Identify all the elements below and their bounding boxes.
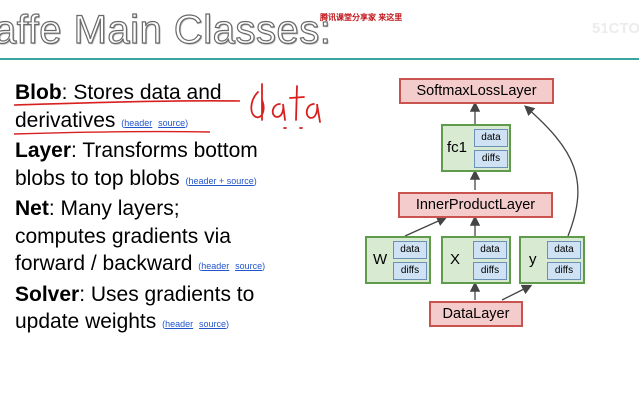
bullet-term: Net xyxy=(15,197,49,220)
bullet-desc: : Stores data and xyxy=(61,81,222,104)
bullet-term: Solver xyxy=(15,282,80,306)
diffs-slot: diffs xyxy=(547,262,581,280)
bullet-net: Net: Many layers; computes gradients via… xyxy=(15,197,266,275)
bullet-desc: : Uses gradients to xyxy=(79,282,255,306)
bullet-layer: Layer: Transforms bottom blobs to top bl… xyxy=(15,139,258,190)
blob-label: y xyxy=(529,251,537,268)
diffs-slot: diffs xyxy=(393,262,427,280)
handwritten-data-scribble xyxy=(250,83,321,129)
header-link[interactable]: header xyxy=(124,117,153,128)
source-link[interactable]: source xyxy=(199,319,227,329)
data-slot: data xyxy=(393,241,427,259)
blob-w: W data diffs xyxy=(365,236,431,284)
bullet-desc: derivatives xyxy=(15,108,116,132)
source-link[interactable]: source xyxy=(235,261,263,271)
blob-fc1: fc1 data diffs xyxy=(441,124,511,172)
bullet-solver: Solver: Uses gradients to update weights… xyxy=(15,282,255,334)
bullet-desc: update weights xyxy=(15,310,157,333)
bullet-blob: Blob: Stores data and derivatives (heade… xyxy=(15,81,222,132)
annotation-underline xyxy=(13,100,241,106)
title-underline xyxy=(0,58,639,60)
diffs-slot: diffs xyxy=(474,150,508,168)
blob-y: y data diffs xyxy=(519,236,585,284)
bullet-desc: forward / backward xyxy=(15,252,193,275)
bullet-desc: computes gradients via xyxy=(15,224,231,248)
annotation-underline xyxy=(13,130,211,135)
bullet-term: Layer xyxy=(15,139,72,162)
data-slot: data xyxy=(547,241,581,259)
data-layer: DataLayer xyxy=(429,301,523,327)
source-link[interactable]: source xyxy=(158,117,186,128)
corner-logo: 51CTO xyxy=(592,20,639,37)
data-slot: data xyxy=(474,129,508,147)
bullet-desc: : Many layers; xyxy=(48,197,180,220)
bullet-desc: : Transforms bottom xyxy=(71,139,258,162)
watermark-text: 腾讯课堂分享家 来这里 xyxy=(320,13,403,22)
bullet-term: Blob xyxy=(15,81,62,104)
bullet-list: Blob: Stores data and derivatives (heade… xyxy=(15,79,345,339)
blob-label: X xyxy=(450,251,461,268)
slide-title: affe Main Classes: xyxy=(0,7,332,52)
header-link[interactable]: header xyxy=(201,261,230,271)
blob-label: fc1 xyxy=(447,139,468,156)
header-source-link[interactable]: header + source xyxy=(188,175,254,186)
data-slot: data xyxy=(473,241,507,259)
inner-product-layer: InnerProductLayer xyxy=(398,192,553,218)
bullet-desc: blobs to top blobs xyxy=(15,166,180,190)
blob-x: X data diffs xyxy=(441,236,511,284)
diffs-slot: diffs xyxy=(473,262,507,280)
softmax-loss-layer: SoftmaxLossLayer xyxy=(399,78,554,104)
header-link[interactable]: header xyxy=(165,319,194,329)
blob-label: W xyxy=(373,251,388,268)
